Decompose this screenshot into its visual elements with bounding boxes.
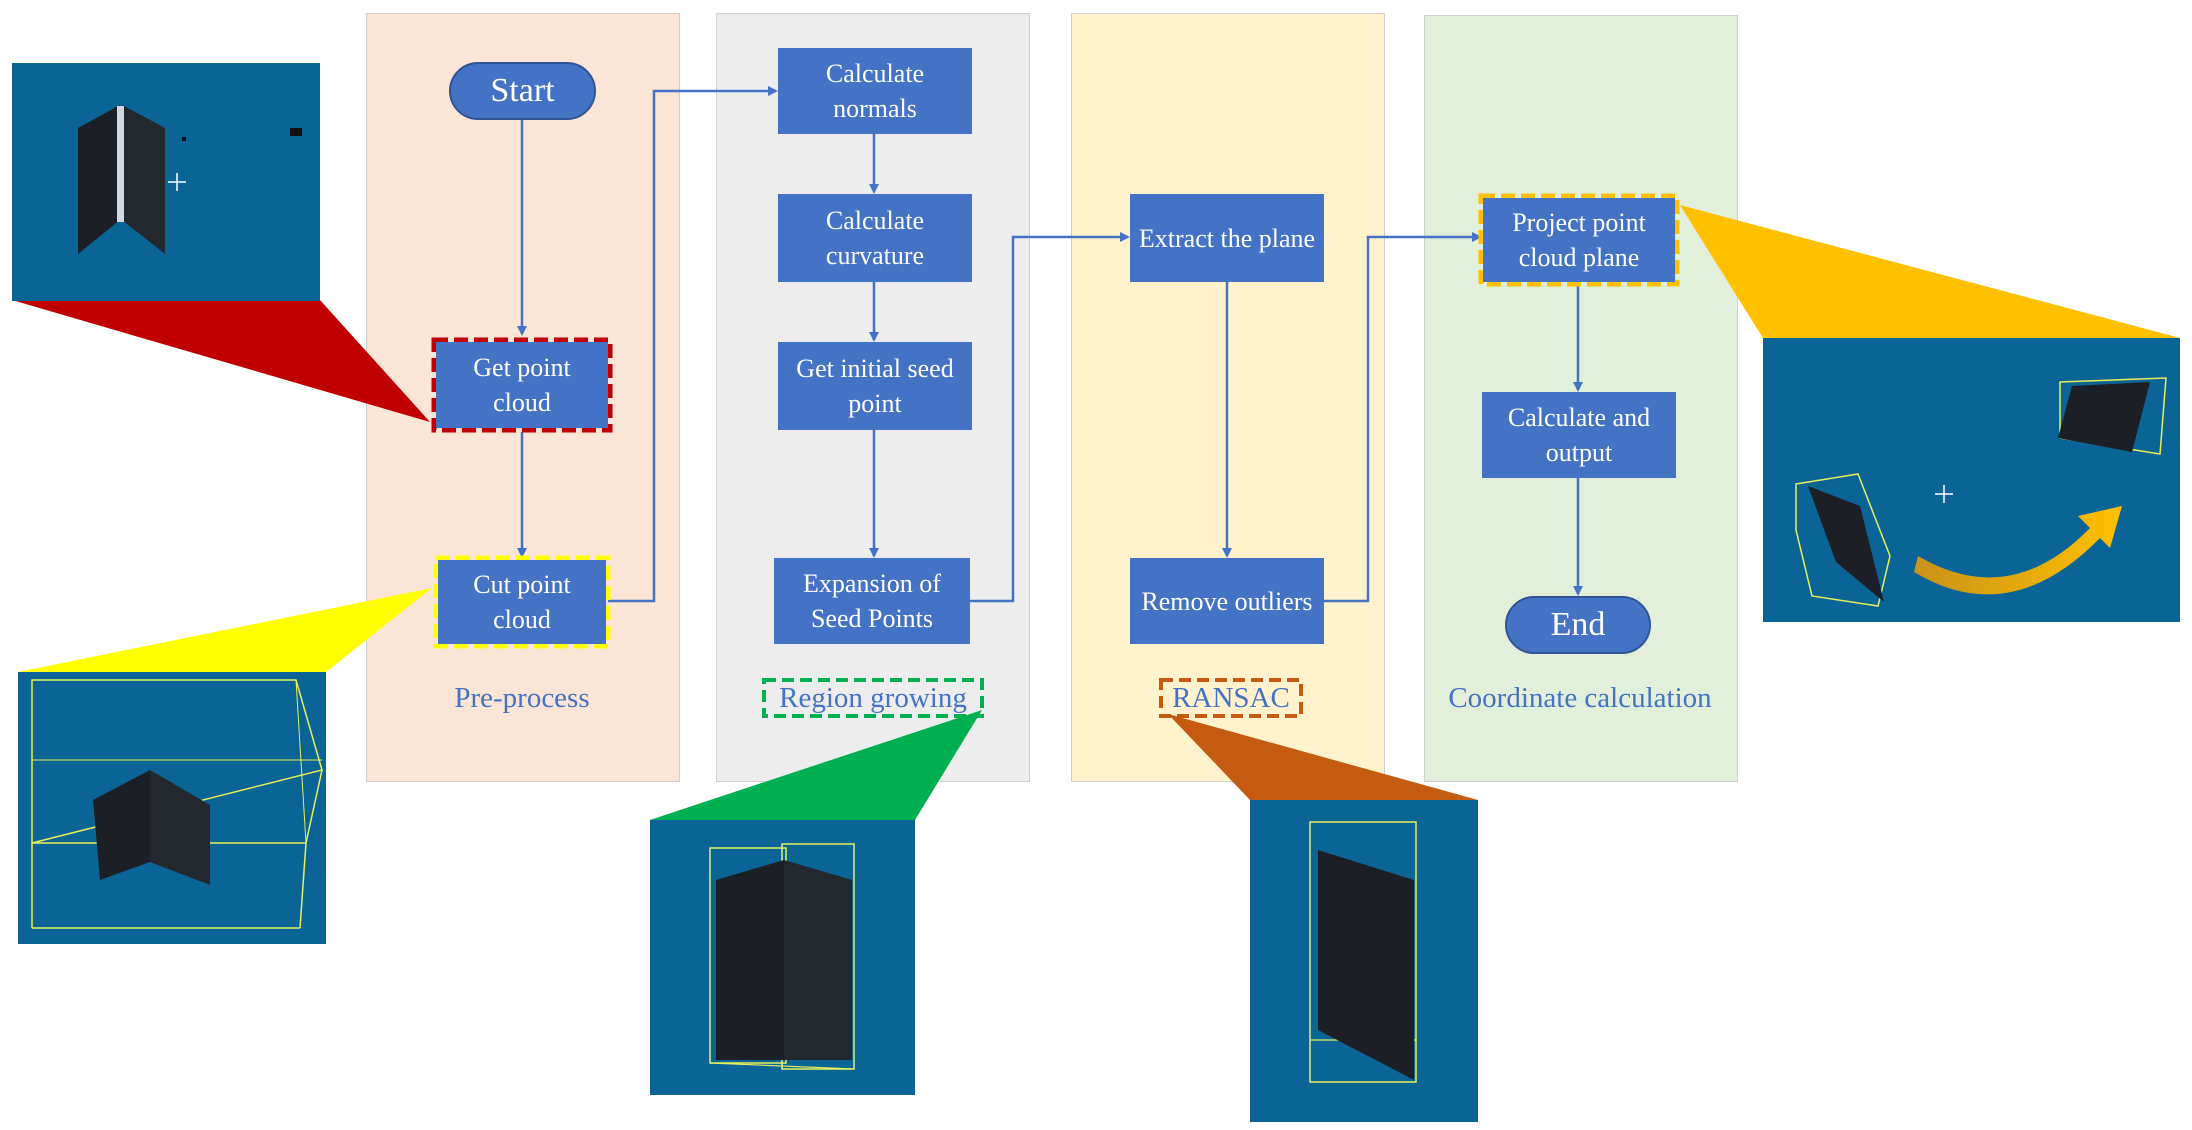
callout-wedge-red: [12, 300, 430, 422]
node-project-point-cloud-plane: Project point cloud plane: [1483, 198, 1675, 282]
highlight-project: [1478, 193, 1680, 287]
ransac-label-box: [1159, 678, 1303, 718]
node-calculate-curvature: Calculate curvature: [778, 194, 972, 282]
point-cloud-thumbnail: [1763, 338, 2180, 622]
arrow-remove-to-project: [1324, 232, 1482, 603]
start-node: Start: [449, 62, 596, 120]
node-expansion-of-seed-points: Expansion of Seed Points: [774, 558, 970, 644]
bounding-box-icon: [18, 672, 326, 944]
stage-label-ransac: RANSAC: [1172, 681, 1290, 714]
highlight-cut-point-cloud: [433, 555, 611, 649]
callout-wedge-yellow: [18, 588, 432, 672]
region-growing-label-box: [762, 678, 984, 718]
point-cloud-thumbnail: [12, 63, 320, 301]
stage-label-region-growing: Region growing: [779, 681, 967, 714]
node-cut-point-cloud: Cut point cloud: [438, 560, 606, 644]
callout-wedge-green: [650, 710, 982, 820]
callout-wedge-orange: [1168, 714, 1478, 800]
crosshair-icon: [1935, 485, 1953, 503]
arrow-cut-to-normals: [608, 86, 778, 603]
curved-arrow-icon: [1914, 506, 2122, 595]
stage-label-preprocess: Pre-process: [454, 681, 590, 714]
point-cloud-thumbnail: [1250, 800, 1478, 1122]
node-remove-outliers: Remove outliers: [1130, 558, 1324, 644]
highlight-get-point-cloud: [431, 337, 613, 433]
end-node: End: [1505, 596, 1651, 654]
node-get-initial-seed-point: Get initial seed point: [778, 342, 972, 430]
point-cloud-thumbnail: [650, 820, 915, 1095]
node-calculate-normals: Calculate normals: [778, 48, 972, 134]
arrow-expansion-to-extract: [970, 232, 1130, 603]
stage-label-coordinate: Coordinate calculation: [1448, 681, 1712, 714]
callout-wedge-amber: [1680, 205, 2180, 338]
node-calculate-and-output: Calculate and output: [1482, 392, 1676, 478]
node-extract-the-plane: Extract the plane: [1130, 194, 1324, 282]
node-get-point-cloud: Get point cloud: [436, 342, 608, 428]
